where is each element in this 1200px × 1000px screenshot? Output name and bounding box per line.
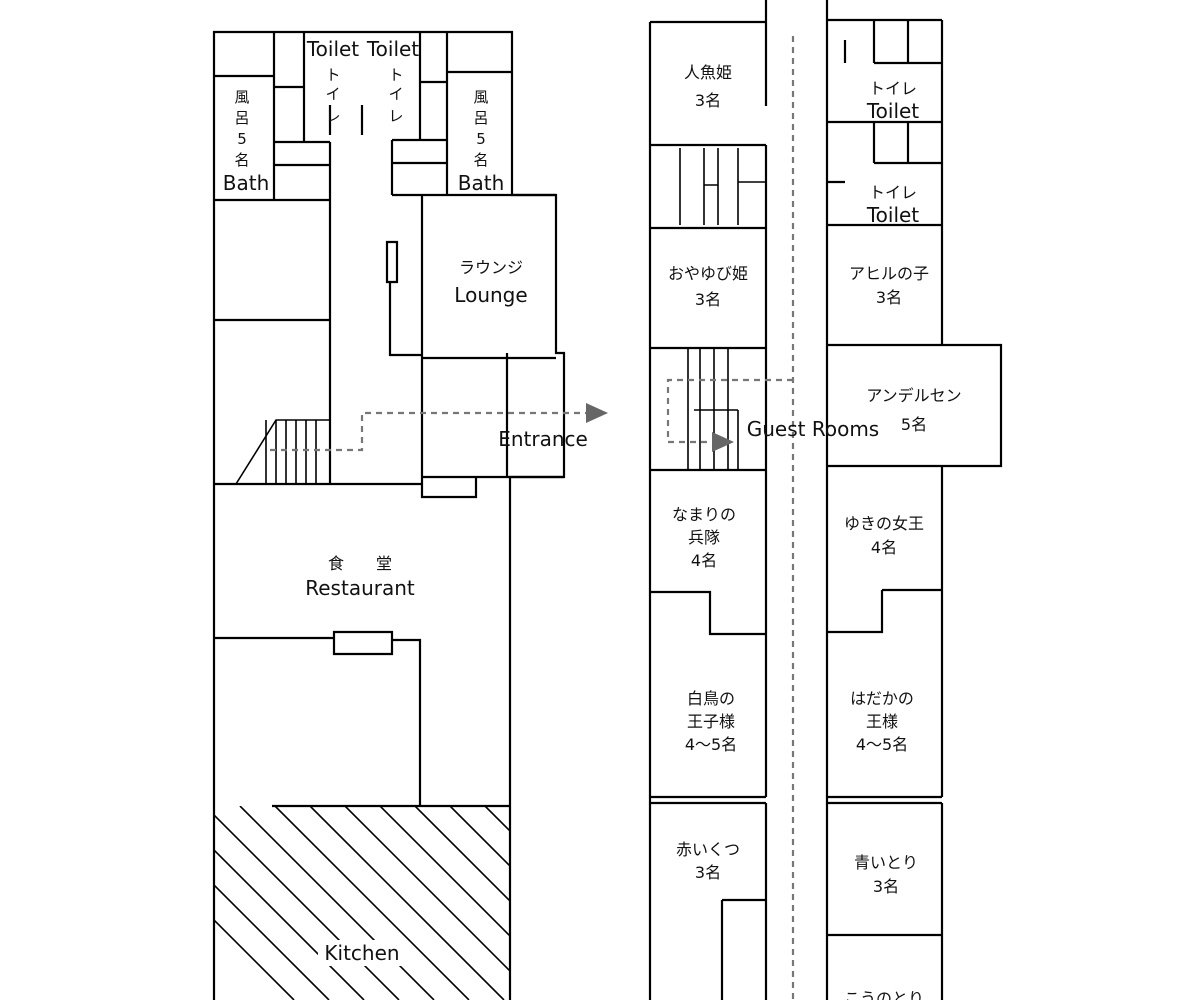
corridor-top-walls — [764, 0, 829, 106]
room-hakucho-cap: 4～5名 — [685, 735, 737, 754]
bath-right-jp-1: 風 — [473, 88, 488, 106]
bath-left-jp-3: 5 — [237, 130, 247, 148]
entrance-label: Entrance — [498, 427, 588, 451]
kitchen-label-bg — [318, 940, 408, 966]
room-akaikutsu-cap: 3名 — [695, 863, 721, 882]
bath-right-jp-2: 呂 — [473, 109, 488, 127]
toilet-1-jp-1: ト — [325, 66, 340, 84]
left-building — [212, 30, 608, 1000]
toilet-2-jp-3: レ — [388, 107, 403, 125]
room-toilet-b-en: Toilet — [866, 203, 919, 227]
room-oyayubihime-cap: 3名 — [695, 290, 721, 309]
room-namari-name-1: なまりの — [672, 505, 736, 524]
toilet-2-en: Toilet — [366, 37, 419, 61]
lounge-jp: ラウンジ — [459, 258, 523, 277]
room-ahiru-cap: 3名 — [876, 288, 902, 307]
room-kounotori-name: こうのとり — [844, 989, 924, 1000]
room-aoitori-name: 青いとり — [854, 853, 918, 872]
room-andersen-cap: 5名 — [901, 415, 927, 434]
room-hakucho-name-2: 王子様 — [687, 712, 735, 731]
room-andersen-name: アンデルセン — [866, 386, 961, 405]
room-akaikutsu-name: 赤いくつ — [676, 840, 740, 859]
room-namari-name-2: 兵隊 — [688, 528, 720, 547]
west-room-walls — [648, 20, 768, 1000]
room-ahiru-name: アヒルの子 — [849, 264, 929, 283]
bath-right-en: Bath — [458, 171, 505, 195]
room-toilet-a-jp: トイレ — [869, 79, 917, 98]
room-hakucho-name-1: 白鳥の — [687, 689, 735, 708]
room-yuki-name: ゆきの女王 — [844, 514, 924, 533]
restaurant-walls — [214, 630, 510, 808]
room-oyayubihime-name: おやゆび姫 — [668, 264, 748, 283]
toilet-1-en: Toilet — [306, 37, 359, 61]
room-hadaka-name-1: はだかの — [850, 689, 914, 708]
room-aoitori-cap: 3名 — [873, 877, 899, 896]
kitchen-hatch — [215, 806, 510, 1000]
stairs-right — [687, 348, 739, 470]
room-yuki-cap: 4名 — [871, 538, 897, 557]
bath-left-jp-2: 呂 — [234, 109, 249, 127]
room-ningyohime-cap: 3名 — [695, 91, 721, 110]
east-room-walls — [825, 18, 1003, 1000]
fixture-lines — [679, 148, 766, 225]
route-arrow-right-icon — [586, 403, 608, 423]
toilet-2-jp-2: イ — [388, 85, 403, 103]
toilet-1-jp-2: イ — [325, 85, 340, 103]
kitchen-label: Kitchen — [324, 941, 399, 965]
guest-rooms-label: Guest Rooms — [747, 417, 879, 441]
bath-right-jp-3: 5 — [476, 130, 486, 148]
route-line-left — [270, 411, 588, 452]
entrance-walls — [330, 353, 564, 499]
toilet-1-jp-3: レ — [325, 107, 340, 125]
room-toilet-a-en: Toilet — [866, 99, 919, 123]
room-namari-cap: 4名 — [691, 551, 717, 570]
stairs — [235, 419, 330, 485]
route-arrow-guest-icon — [712, 432, 734, 452]
lounge-en: Lounge — [454, 283, 527, 307]
route-line-right — [666, 378, 793, 444]
lounge-walls — [385, 195, 556, 360]
bath-right-walls — [328, 32, 556, 197]
restaurant-jp: 食 堂 — [328, 554, 392, 573]
right-building — [648, 0, 1003, 1000]
restaurant-en: Restaurant — [305, 576, 415, 600]
toilet-2-jp-1: ト — [388, 66, 403, 84]
west-rooms-walls — [214, 142, 332, 486]
room-hadaka-name-2: 王様 — [866, 712, 898, 731]
bath-left-jp-1: 風 — [234, 88, 249, 106]
bath-right-jp-4: 名 — [473, 151, 488, 169]
room-hadaka-cap: 4～5名 — [856, 735, 908, 754]
bath-left-jp-4: 名 — [234, 151, 249, 169]
room-toilet-b-jp: トイレ — [869, 183, 917, 202]
room-ningyohime-name: 人魚姫 — [684, 63, 732, 82]
bath-left-en: Bath — [223, 171, 270, 195]
bath-left-walls — [214, 32, 330, 202]
